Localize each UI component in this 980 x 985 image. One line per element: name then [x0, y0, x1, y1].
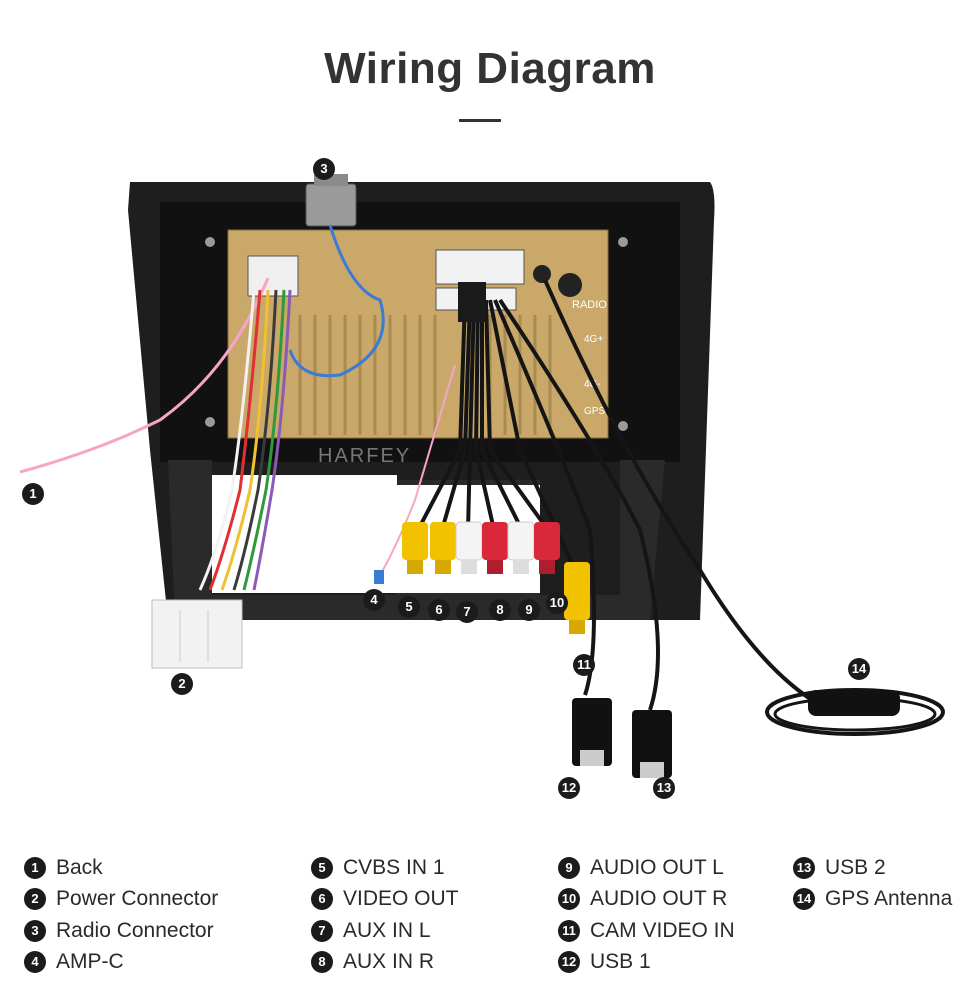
legend-number: 7 [311, 919, 333, 942]
callout-11: 11 [573, 654, 595, 676]
legend-item: 9 AUDIO OUT L [558, 852, 735, 884]
legend-label: AUDIO OUT L [590, 855, 724, 879]
legend-label: CVBS IN 1 [343, 855, 445, 879]
callout-3: 3 [313, 158, 335, 180]
legend-item: 12 USB 1 [558, 947, 735, 979]
blue-wire [288, 224, 385, 378]
callout-5: 5 [398, 596, 420, 618]
legend-item: 7 AUX IN L [311, 915, 459, 947]
legend-item: 4 AMP-C [24, 947, 218, 979]
legend-label: AUX IN L [343, 918, 431, 942]
antenna-socket-2 [533, 265, 551, 283]
legend-number: 4 [24, 951, 46, 974]
legend-number: 2 [24, 888, 46, 911]
gps-port-label: GPS [584, 406, 605, 417]
legend-column-3: 9 AUDIO OUT L 10 AUDIO OUT R 11 CAM VIDEO I… [558, 852, 735, 978]
usb-2-plug [632, 710, 672, 778]
legend-number: 9 [558, 856, 580, 879]
screws [205, 237, 628, 431]
back-wire [19, 277, 270, 474]
power-connector [151, 599, 243, 669]
head-unit-wiring-photo: RADIO 4G+ 4G- GPS HARFEY [19, 174, 945, 778]
legend-label: GPS Antenna [825, 887, 953, 911]
bracket-cutout-left [212, 475, 397, 593]
legend-item: 5 CVBS IN 1 [311, 852, 459, 884]
legend-number: 11 [558, 919, 580, 942]
legend-item: 2 Power Connector [24, 884, 218, 916]
amp-c-tip [374, 570, 384, 584]
rca-plug-audio-out-l [507, 521, 535, 574]
legend-label: VIDEO OUT [343, 887, 459, 911]
legend-number: 14 [793, 888, 815, 911]
legend-label: AUDIO OUT R [590, 887, 728, 911]
callout-7: 7 [456, 601, 478, 623]
legend-column-4: 13 USB 2 14 GPS Antenna [793, 852, 952, 915]
legend-number: 10 [558, 888, 580, 911]
legend-item: 10 AUDIO OUT R [558, 884, 735, 916]
radio-antenna-socket [558, 273, 582, 297]
rca-plug-audio-out-r [534, 522, 560, 574]
title-divider [459, 119, 501, 122]
legend-item: 3 Radio Connector [24, 915, 218, 947]
legend-item: 1 Back [24, 852, 218, 884]
rca-plug-aux-in-r [482, 522, 508, 574]
4g-plus-label: 4G+ [584, 334, 603, 345]
callout-14: 14 [848, 658, 870, 680]
legend-number: 5 [311, 856, 333, 879]
legend-number: 3 [24, 919, 46, 942]
legend-number: 1 [24, 856, 46, 879]
callout-4: 4 [363, 589, 385, 611]
amp-c-wire [379, 364, 456, 576]
gps-antenna-puck [808, 690, 900, 716]
callout-2: 2 [171, 673, 193, 695]
main-harness-socket [247, 255, 299, 297]
callout-9: 9 [518, 599, 540, 621]
legend-number: 8 [311, 951, 333, 974]
legend-item: 13 USB 2 [793, 852, 952, 884]
callout-13: 13 [653, 777, 675, 799]
legend-item: 11 CAM VIDEO IN [558, 915, 735, 947]
legend-label: Radio Connector [56, 918, 214, 942]
legend-column-2: 5 CVBS IN 1 6 VIDEO OUT 7 AUX IN L 8 AUX IN … [311, 852, 459, 978]
rca-plug-cam-video-in [564, 562, 590, 634]
legend-label: Power Connector [56, 887, 219, 911]
rca-cable-sleeve [458, 282, 486, 322]
usb-1-plug [572, 698, 612, 766]
legend-number: 13 [793, 856, 815, 879]
power-harness-bundle [198, 289, 292, 591]
rca-plug-cvbs-in-1 [402, 522, 428, 574]
legend-item: 6 VIDEO OUT [311, 884, 459, 916]
legend-number: 6 [311, 888, 333, 911]
legend-label: AUX IN R [343, 950, 435, 974]
rca-plug-video-out [430, 522, 456, 574]
legend-label: Back [56, 855, 103, 879]
legend-label: USB 2 [825, 855, 886, 879]
radio-socket [435, 249, 525, 285]
page-title: Wiring Diagram [324, 44, 656, 93]
callout-10: 10 [546, 592, 568, 614]
legend-item: 14 GPS Antenna [793, 884, 952, 916]
legend-number: 12 [558, 951, 580, 974]
callout-1: 1 [22, 483, 44, 505]
legend-label: AMP-C [56, 950, 124, 974]
callout-12: 12 [558, 777, 580, 799]
callout-8: 8 [489, 599, 511, 621]
legend-label: USB 1 [590, 950, 651, 974]
legend-label: CAM VIDEO IN [590, 918, 735, 942]
radio-connector-plug [305, 183, 357, 227]
legend-item: 8 AUX IN R [311, 947, 459, 979]
callout-6: 6 [428, 599, 450, 621]
brand-watermark: HARFEY [318, 445, 411, 467]
rca-plug-aux-in-l [455, 521, 483, 574]
radio-port-label: RADIO [572, 299, 607, 311]
